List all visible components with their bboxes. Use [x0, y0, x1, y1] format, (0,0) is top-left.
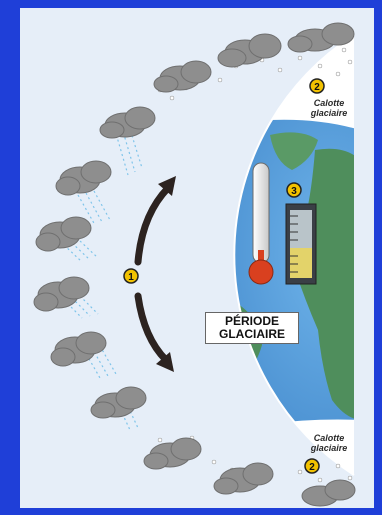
arrow-up-head — [158, 176, 176, 196]
cloud-icon — [217, 33, 282, 68]
marker-2-bottom-label: 2 — [309, 462, 315, 473]
arrow-icon — [134, 184, 172, 266]
cloud-icon — [287, 22, 355, 53]
cloud-icon — [213, 462, 274, 495]
cloud-icon — [143, 437, 202, 470]
glacial-period-line2: GLACIAIRE — [219, 327, 285, 341]
marker-2-bottom: 2 — [304, 458, 320, 474]
cloud-icon — [55, 160, 112, 196]
cloud-icon — [301, 479, 356, 507]
gauge-icon — [285, 203, 317, 285]
north-ice-cap-label: Calotte glaciaire — [306, 98, 352, 118]
cloud-icon — [50, 331, 107, 367]
central-america-landmass — [140, 262, 182, 300]
marker-2-top-label: 2 — [314, 82, 320, 93]
south-ice-cap-label-line1: Calotte — [313, 433, 345, 443]
marker-3: 3 — [286, 182, 302, 198]
thermometer-icon — [248, 162, 274, 285]
glacial-period-banner: PÉRIODE GLACIAIRE — [205, 312, 299, 344]
glacial-period-line1: PÉRIODE — [224, 314, 279, 328]
north-ice-cap-label-line2: glaciaire — [310, 108, 348, 118]
marker-1-label: 1 — [128, 272, 134, 283]
arrow-down-head — [156, 352, 174, 372]
cloud-icon — [33, 276, 90, 312]
marker-2-top: 2 — [309, 78, 325, 94]
south-ice-cap-label: Calotte glaciaire — [306, 433, 352, 453]
marker-3-label: 3 — [291, 186, 297, 197]
cloud-icon — [153, 60, 212, 93]
arrow-icon — [134, 292, 170, 364]
north-america-landmass — [234, 133, 239, 262]
cloud-icon — [90, 386, 147, 419]
cloud-icon — [35, 216, 92, 252]
south-ice-cap-label-line2: glaciaire — [310, 443, 348, 453]
marker-1: 1 — [123, 268, 139, 284]
greenland-landmass — [270, 132, 318, 170]
north-ice-cap-label-line1: Calotte — [313, 98, 345, 108]
cloud-icon — [99, 106, 156, 139]
